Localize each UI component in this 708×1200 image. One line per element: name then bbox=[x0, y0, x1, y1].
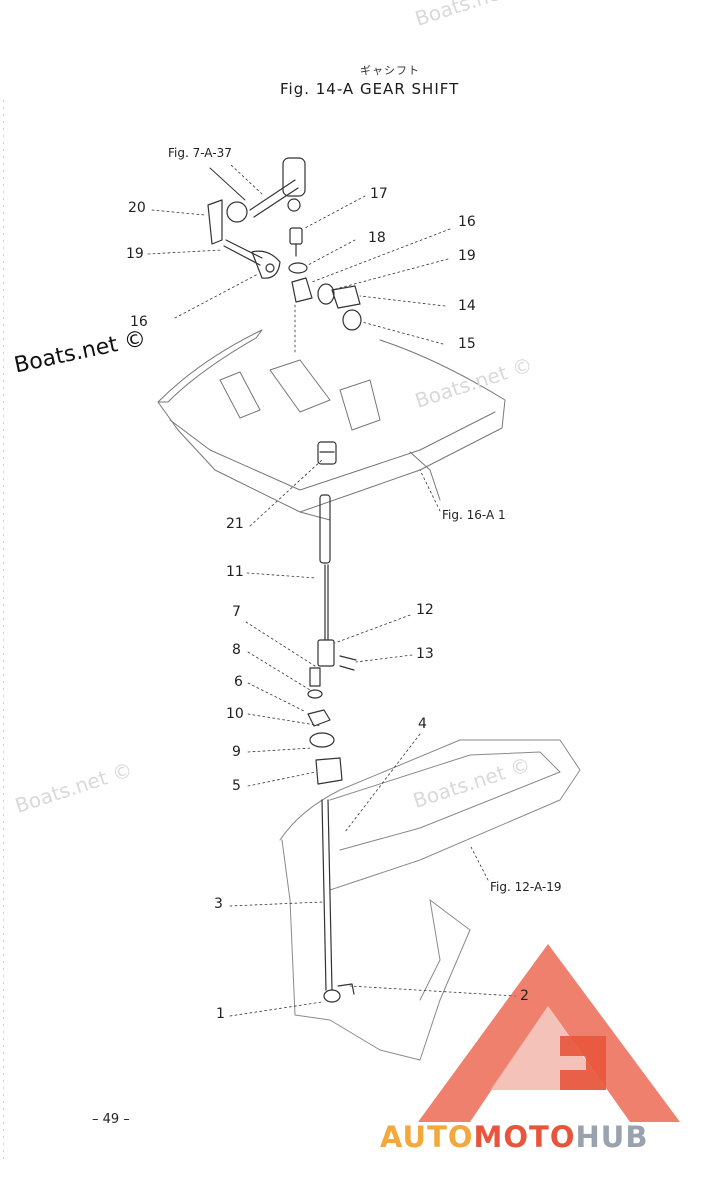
callout-5: 5 bbox=[232, 778, 241, 794]
callout-4: 4 bbox=[418, 716, 427, 732]
callout-9: 9 bbox=[232, 744, 241, 760]
brand-wordmark: AUTOMOTOHUB bbox=[380, 1120, 648, 1154]
brand-logo-icon bbox=[418, 944, 680, 1122]
callout-19-left: 19 bbox=[126, 246, 144, 262]
callout-16-left: 16 bbox=[130, 314, 148, 330]
callout-10: 10 bbox=[226, 706, 244, 722]
lower-unit-case bbox=[279, 739, 581, 1061]
leader-lines-bottom bbox=[229, 163, 517, 1017]
brand-part-hub: HUB bbox=[575, 1120, 649, 1154]
callout-19-right: 19 bbox=[458, 248, 476, 264]
callout-1: 1 bbox=[216, 1006, 225, 1022]
ref-fig-7-a-37: Fig. 7-A-37 bbox=[168, 146, 232, 160]
callout-8: 8 bbox=[232, 642, 241, 658]
ref-fig-16-a-1: Fig. 16-A 1 bbox=[442, 508, 506, 522]
callout-7: 7 bbox=[232, 604, 241, 620]
callout-13: 13 bbox=[416, 646, 434, 662]
bolt-17-washer-18 bbox=[288, 227, 308, 274]
title-japanese: ギャシフト bbox=[360, 64, 420, 77]
ref-fig-12-a-19: Fig. 12-A-19 bbox=[490, 880, 562, 894]
callout-11: 11 bbox=[226, 564, 244, 580]
callout-2: 2 bbox=[520, 988, 529, 1004]
shift-shaft-3 bbox=[321, 799, 355, 1003]
callout-12: 12 bbox=[416, 602, 434, 618]
callout-17: 17 bbox=[370, 186, 388, 202]
callout-16-right: 16 bbox=[458, 214, 476, 230]
left-margin-dots bbox=[3, 100, 4, 1160]
brand-part-moto: MOTO bbox=[473, 1120, 576, 1154]
callout-6: 6 bbox=[234, 674, 243, 690]
callout-14: 14 bbox=[458, 298, 476, 314]
callout-3: 3 bbox=[214, 896, 223, 912]
rod-connector-12 bbox=[317, 639, 357, 671]
shift-rod-11 bbox=[319, 494, 331, 641]
brand-part-auto: AUTO bbox=[380, 1120, 474, 1154]
grommet-21 bbox=[317, 441, 337, 465]
bottom-cowling bbox=[157, 329, 506, 521]
linkage-cluster-right bbox=[291, 277, 362, 331]
leader-lines-top bbox=[147, 195, 451, 356]
seal-stack bbox=[307, 667, 343, 785]
callout-15: 15 bbox=[458, 336, 476, 352]
callout-20: 20 bbox=[128, 200, 146, 216]
callout-21: 21 bbox=[226, 516, 244, 532]
page-number: – 49 – bbox=[92, 1112, 130, 1127]
shift-linkage-top bbox=[207, 157, 306, 279]
callout-18: 18 bbox=[368, 230, 386, 246]
page-title: Fig. 14-A GEAR SHIFT bbox=[280, 80, 460, 98]
